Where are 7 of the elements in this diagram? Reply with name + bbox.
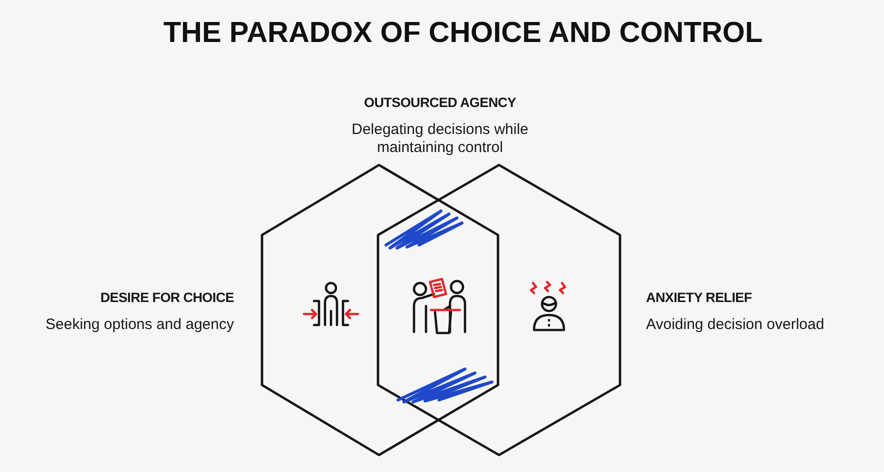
description-text: Delegating decisions while maintaining control xyxy=(350,121,530,157)
section-heading: DESIRE FOR CHOICE xyxy=(100,290,234,306)
description-text: Seeking options and agency xyxy=(46,316,234,334)
section-heading: ANXIETY RELIEF xyxy=(646,290,752,306)
section-heading: OUTSOURCED AGENCY xyxy=(364,95,516,111)
title: THE PARADOX OF CHOICE AND CONTROL xyxy=(163,16,763,50)
description-text: Avoiding decision overload xyxy=(646,316,824,334)
